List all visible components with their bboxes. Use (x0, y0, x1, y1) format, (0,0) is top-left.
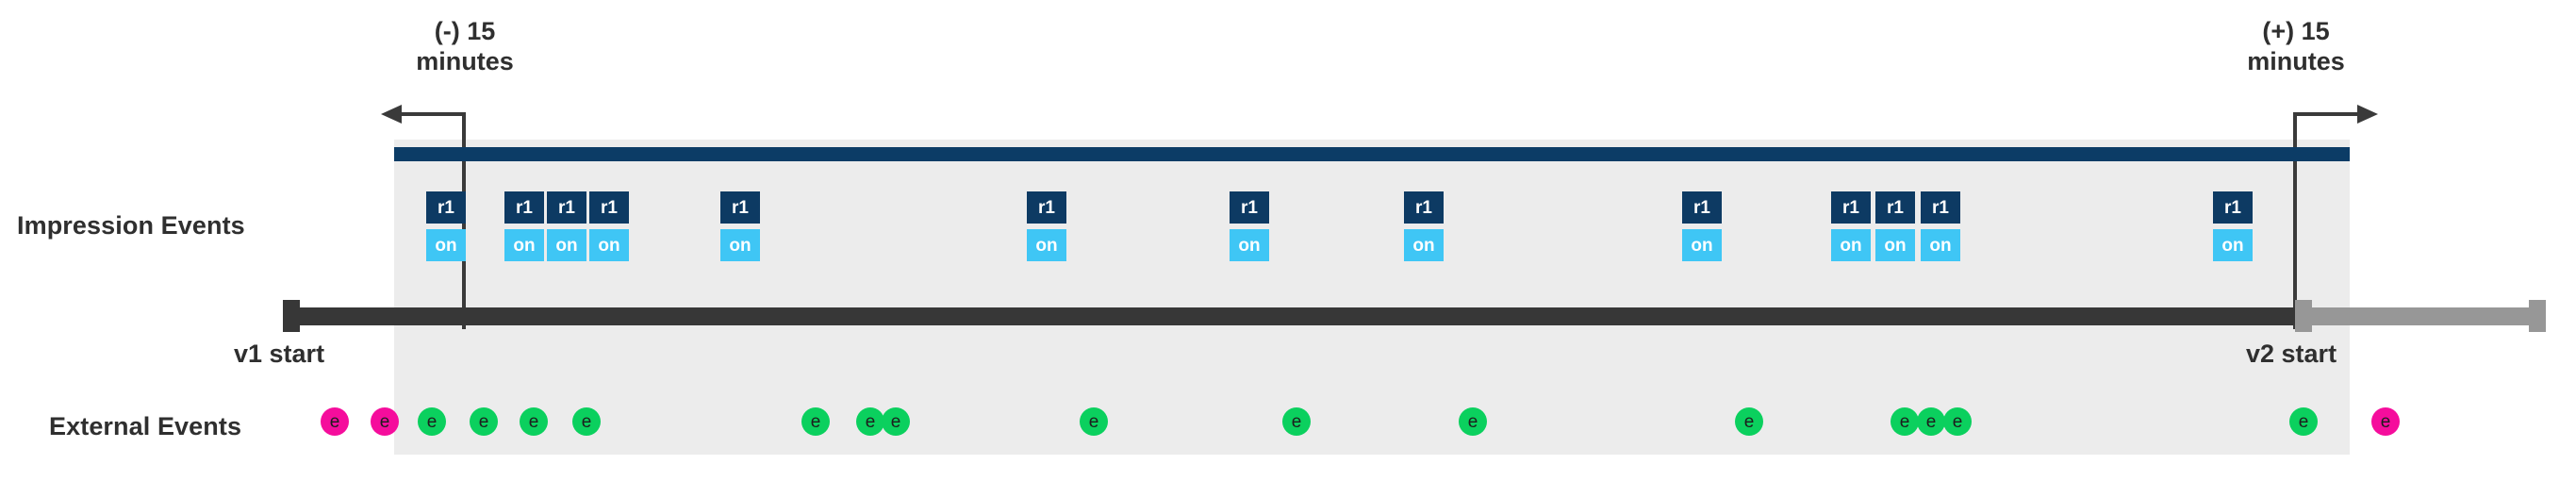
impression-events-label: Impression Events (17, 211, 245, 240)
external-event-dot-inside[interactable]: e (1891, 407, 1919, 436)
impression-event[interactable]: r1 on (589, 191, 629, 261)
impression-rule-badge: r1 (1230, 191, 1269, 224)
external-events-label: External Events (49, 412, 242, 440)
impression-event[interactable]: r1 on (720, 191, 760, 261)
impression-state-badge: on (1831, 229, 1871, 261)
callout-plus-connector (2293, 112, 2297, 329)
external-event-dot-inside[interactable]: e (856, 407, 884, 436)
callout-plus-line1: (+) 15 (2262, 17, 2330, 45)
impression-state-badge: on (547, 229, 586, 261)
impression-event[interactable]: r1 on (547, 191, 586, 261)
impression-event[interactable]: r1 on (2213, 191, 2253, 261)
callout-plus-15-minutes: (+) 15 minutes (2202, 17, 2390, 77)
impression-rule-badge: r1 (1027, 191, 1066, 224)
external-event-dot-inside[interactable]: e (418, 407, 446, 436)
impression-state-badge: on (426, 229, 466, 261)
impression-event[interactable]: r1 on (1831, 191, 1871, 261)
callout-minus-15-minutes: (-) 15 minutes (371, 17, 559, 77)
v1-start-label: v1 start (234, 340, 325, 368)
external-event-dot-inside[interactable]: e (1917, 407, 1945, 436)
impression-state-badge: on (1404, 229, 1444, 261)
impression-event[interactable]: r1 on (1921, 191, 1960, 261)
external-event-dot-inside[interactable]: e (801, 407, 830, 436)
impression-state-badge: on (2213, 229, 2253, 261)
activity-bar (394, 147, 2350, 161)
arrow-right-icon (2357, 105, 2378, 124)
impression-event[interactable]: r1 on (1875, 191, 1915, 261)
impression-rule-badge: r1 (547, 191, 586, 224)
v1-segment (283, 307, 2295, 325)
impression-state-badge: on (504, 229, 544, 261)
external-event-dot-inside[interactable]: e (1735, 407, 1763, 436)
v2-start-label: v2 start (2246, 340, 2337, 368)
attribution-window-band (394, 140, 2350, 455)
external-event-dot-outside[interactable]: e (321, 407, 349, 436)
v2-segment (2295, 307, 2546, 325)
impression-event[interactable]: r1 on (1682, 191, 1722, 261)
impression-rule-badge: r1 (426, 191, 466, 224)
impression-state-badge: on (720, 229, 760, 261)
external-event-dot-inside[interactable]: e (882, 407, 910, 436)
impression-state-badge: on (1682, 229, 1722, 261)
impression-event[interactable]: r1 on (1027, 191, 1066, 261)
callout-plus-arrow-shaft (2295, 112, 2365, 116)
impression-state-badge: on (1921, 229, 1960, 261)
impression-rule-badge: r1 (2213, 191, 2253, 224)
impression-state-badge: on (1230, 229, 1269, 261)
impression-rule-badge: r1 (589, 191, 629, 224)
impression-rule-badge: r1 (1875, 191, 1915, 224)
impression-rule-badge: r1 (720, 191, 760, 224)
v2-end-cap (2529, 300, 2546, 332)
impression-rule-badge: r1 (1921, 191, 1960, 224)
impression-rule-badge: r1 (504, 191, 544, 224)
impression-event[interactable]: r1 on (504, 191, 544, 261)
external-event-dot-inside[interactable]: e (1282, 407, 1311, 436)
external-event-dot-inside[interactable]: e (1459, 407, 1487, 436)
impression-event[interactable]: r1 on (426, 191, 466, 261)
external-event-dot-inside[interactable]: e (572, 407, 601, 436)
impression-state-badge: on (589, 229, 629, 261)
impression-event[interactable]: r1 on (1230, 191, 1269, 261)
impression-state-badge: on (1027, 229, 1066, 261)
arrow-left-icon (381, 105, 402, 124)
impression-event[interactable]: r1 on (1404, 191, 1444, 261)
external-event-dot-inside[interactable]: e (470, 407, 498, 436)
callout-minus-line1: (-) 15 (434, 17, 496, 45)
callout-minus-arrow-shaft (398, 112, 466, 116)
external-event-dot-inside[interactable]: e (1943, 407, 1972, 436)
external-event-dot-inside[interactable]: e (2289, 407, 2318, 436)
external-event-dot-outside[interactable]: e (371, 407, 399, 436)
external-event-dot-inside[interactable]: e (520, 407, 548, 436)
impression-state-badge: on (1875, 229, 1915, 261)
external-event-dot-outside[interactable]: e (2371, 407, 2400, 436)
callout-plus-line2: minutes (2247, 46, 2345, 75)
impression-rule-badge: r1 (1682, 191, 1722, 224)
impression-rule-badge: r1 (1404, 191, 1444, 224)
external-event-dot-inside[interactable]: e (1080, 407, 1108, 436)
impression-rule-badge: r1 (1831, 191, 1871, 224)
callout-minus-line2: minutes (416, 46, 514, 75)
